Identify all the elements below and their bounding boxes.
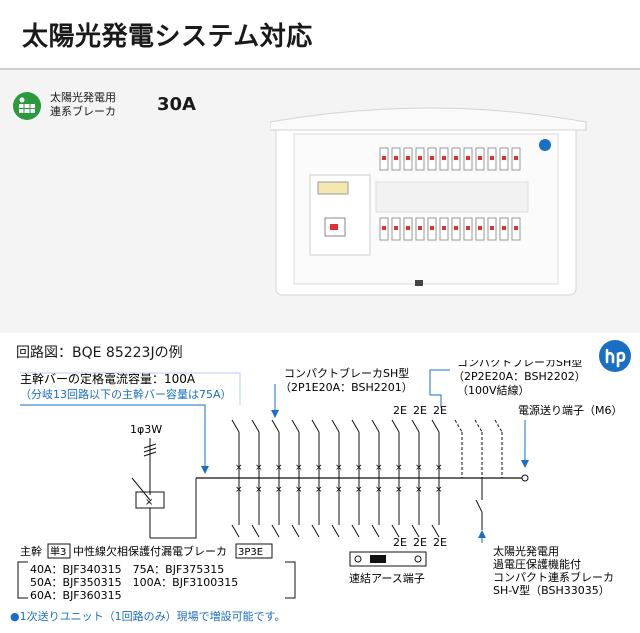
breaker-marks: × × × × × × × × × × × × × × × × × × × × × × bbox=[235, 463, 443, 495]
svg-text:×: × bbox=[335, 485, 343, 495]
supply-terminal-label: 電源送り端子（M6） bbox=[518, 403, 623, 417]
expansion-note: ●1次送りユニット（1回路のみ）現場で増設可能です。 bbox=[10, 609, 286, 623]
svg-text:×: × bbox=[315, 463, 323, 473]
solar-panel-icon bbox=[13, 92, 41, 120]
main-breaker-pole-box: 3P3E bbox=[238, 547, 263, 558]
title-bar: 太陽光発電システム対応 bbox=[0, 0, 640, 70]
compact-sh-model-1: （2P1E20A：BSH2201） bbox=[280, 381, 413, 394]
branch-breakers-bottom bbox=[379, 217, 521, 241]
svg-text:×: × bbox=[395, 485, 403, 495]
svg-text:×: × bbox=[435, 463, 443, 473]
diagram-heading: 回路図：BQE 85223Jの例 bbox=[16, 345, 183, 361]
tag-2e-bottom-2: 2E bbox=[413, 536, 427, 549]
note-leader-arrow bbox=[201, 466, 209, 474]
svg-text:×: × bbox=[375, 463, 383, 473]
solar-breaker-label: 太陽光発電用 連系ブレーカ bbox=[50, 91, 116, 119]
svg-text:×: × bbox=[235, 463, 243, 473]
svg-text:×: × bbox=[295, 485, 303, 495]
tag-2e-top-1: 2E bbox=[393, 404, 407, 417]
compact-sh-wiring: （100V結線） bbox=[457, 383, 530, 397]
svg-text:×: × bbox=[295, 463, 303, 473]
svg-text:×: × bbox=[415, 485, 423, 495]
svg-text:×: × bbox=[255, 463, 263, 473]
svg-text:×: × bbox=[275, 463, 283, 473]
svg-text:×: × bbox=[235, 485, 243, 495]
solar-breaker-line2: 過電圧保護機能付 bbox=[493, 557, 581, 571]
compact-sh-label-2: コンパクトブレーカSH型 bbox=[457, 360, 582, 369]
tag-2e-bottom-3: 2E bbox=[433, 536, 447, 549]
panel-board-image bbox=[270, 107, 587, 296]
tag-2e-top-2: 2E bbox=[413, 404, 427, 417]
sh2-leader-line bbox=[429, 369, 450, 408]
branch-circuits bbox=[231, 419, 503, 538]
note-leader-line bbox=[20, 404, 206, 472]
svg-text:×: × bbox=[415, 463, 423, 473]
solar-breaker-line4: SH-V型（BSH33035） bbox=[493, 583, 610, 597]
svg-text:×: × bbox=[315, 485, 323, 495]
compact-sh-label-1: コンパクトブレーカSH型 bbox=[284, 366, 409, 380]
solar-breaker-line3: コンパクト連系ブレーカ bbox=[493, 570, 614, 584]
solar-label-line1: 太陽光発電用 bbox=[50, 91, 116, 104]
svg-text:×: × bbox=[255, 485, 263, 495]
circuit-diagram: 主幹バーの定格電流容量：100A （分岐13回路以下の主幹バー容量は75A） コ… bbox=[10, 360, 623, 623]
svg-text:×: × bbox=[355, 463, 363, 473]
solar-breaker-line1: 太陽光発電用 bbox=[493, 544, 559, 558]
supply-terminal-symbol bbox=[521, 474, 529, 482]
earth-terminal-symbol bbox=[349, 551, 427, 567]
main-breaker-prefix: 主幹 bbox=[20, 544, 42, 558]
compact-sh-model-2: （2P2E20A：BSH2202） bbox=[453, 370, 586, 383]
page-title: 太陽光発電システム対応 bbox=[22, 22, 313, 52]
model-row-3: 60A：BJF360315 bbox=[30, 589, 122, 602]
svg-text:×: × bbox=[375, 485, 383, 495]
main-breaker-type-box: 単3 bbox=[50, 545, 66, 558]
model-row-1: 40A：BJF340315 75A：BJF375315 bbox=[30, 563, 224, 576]
svg-text:×: × bbox=[335, 463, 343, 473]
tag-2e-top-3: 2E bbox=[433, 404, 447, 417]
hp-logo-icon bbox=[599, 340, 631, 372]
main-bar-capacity: 主幹バーの定格電流容量：100A bbox=[20, 371, 196, 386]
svg-text:×: × bbox=[395, 463, 403, 473]
main-breaker-name: 中性線欠相保護付漏電ブレーカ bbox=[73, 544, 227, 558]
branch-breakers-top bbox=[379, 147, 521, 171]
svg-text:×: × bbox=[145, 497, 153, 508]
svg-text:×: × bbox=[435, 485, 443, 495]
model-row-2: 50A：BJF350315 100A：BJF3100315 bbox=[30, 576, 238, 589]
solar-label-line2: 連系ブレーカ bbox=[50, 105, 116, 118]
supply-leader-arrow bbox=[521, 460, 529, 468]
amp-rating: 30A bbox=[157, 94, 196, 115]
svg-text:×: × bbox=[355, 485, 363, 495]
tag-2e-bottom-1: 2E bbox=[393, 536, 407, 549]
sh1-leader-arrow bbox=[271, 410, 279, 418]
note-frame-line bbox=[20, 372, 241, 405]
svg-text:×: × bbox=[275, 485, 283, 495]
solar-leader-arrow bbox=[478, 530, 486, 538]
phase-label: 1φ3W bbox=[130, 423, 162, 436]
earth-terminal-label: 速結アース端子 bbox=[349, 571, 425, 585]
main-bar-note: （分岐13回路以下の主幹バー容量は75A） bbox=[20, 387, 232, 401]
